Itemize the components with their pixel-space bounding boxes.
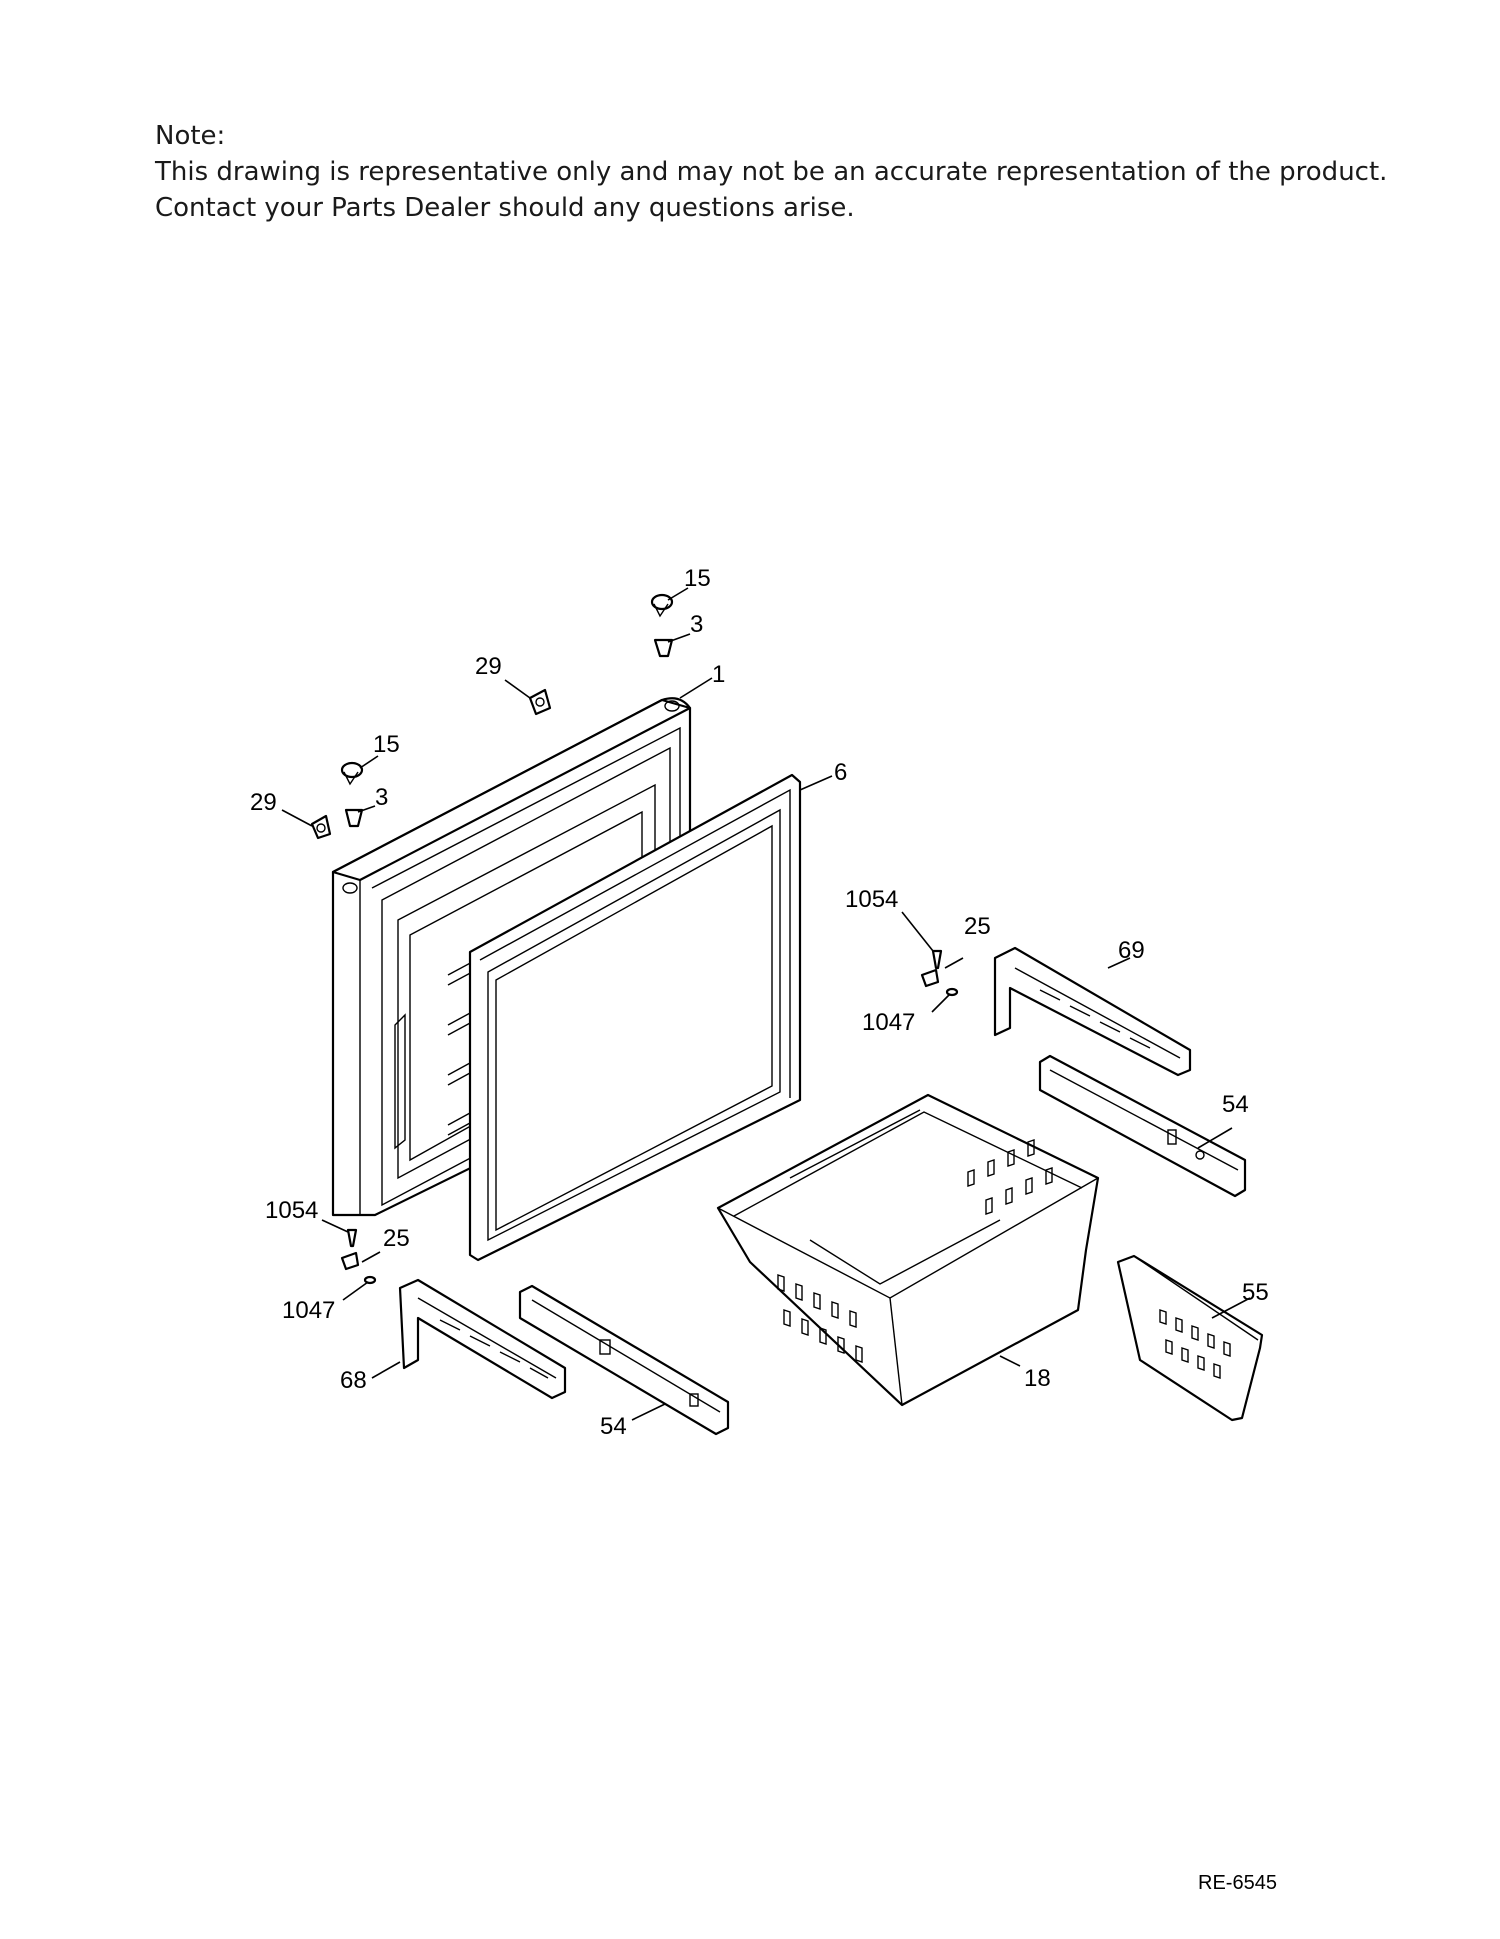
door-cap-part-15-top bbox=[650, 593, 674, 618]
hinge-bushing-part-3-top bbox=[653, 638, 674, 658]
callout-54-right: 54 bbox=[1222, 1091, 1249, 1118]
callout-labels: 15 3 29 1 15 29 3 6 1054 25 69 1047 54 1… bbox=[250, 565, 1269, 1440]
hinge-bushing-part-3-left bbox=[344, 808, 364, 828]
note-line-1: This drawing is representative only and … bbox=[155, 157, 1388, 187]
document-id: RE-6545 bbox=[1198, 1872, 1277, 1894]
callout-1: 1 bbox=[712, 661, 725, 688]
screw-part-1054-right bbox=[931, 949, 943, 970]
callout-1054-left: 1054 bbox=[265, 1197, 318, 1224]
basket-divider-part-55 bbox=[1116, 1254, 1264, 1422]
slide-rail-part-54-bottom bbox=[518, 1284, 730, 1436]
callout-25-left: 25 bbox=[383, 1225, 410, 1252]
freezer-basket-part-18 bbox=[716, 1093, 1100, 1407]
callout-1047-left: 1047 bbox=[282, 1297, 335, 1324]
callout-15-top: 15 bbox=[684, 565, 711, 592]
rail-bracket-part-68 bbox=[398, 1278, 567, 1400]
disclaimer-note: Note: This drawing is representative onl… bbox=[155, 118, 1455, 226]
callout-3-top: 3 bbox=[690, 611, 703, 638]
door-gasket-part-6 bbox=[468, 773, 802, 1262]
callout-18: 18 bbox=[1024, 1365, 1051, 1392]
callout-3-left: 3 bbox=[375, 784, 388, 811]
callout-6: 6 bbox=[834, 759, 847, 786]
callout-29-top: 29 bbox=[475, 653, 502, 680]
callout-68: 68 bbox=[340, 1367, 367, 1394]
bushing-part-25-right bbox=[920, 968, 940, 988]
note-line-2: Contact your Parts Dealer should any que… bbox=[155, 193, 855, 223]
callout-55: 55 bbox=[1242, 1279, 1269, 1306]
callout-15-left: 15 bbox=[373, 731, 400, 758]
hinge-pin-part-29-left bbox=[310, 814, 332, 840]
bushing-part-25-left bbox=[340, 1251, 360, 1271]
hinge-pin-part-29-top bbox=[528, 688, 552, 716]
callout-54-bottom: 54 bbox=[600, 1413, 627, 1440]
slide-rail-part-54-right bbox=[1038, 1054, 1247, 1198]
rail-bracket-part-69 bbox=[993, 946, 1192, 1077]
leader-lines bbox=[281, 587, 1251, 1421]
callout-1047-right: 1047 bbox=[862, 1009, 915, 1036]
screw-part-1054-left bbox=[346, 1228, 358, 1248]
callout-69: 69 bbox=[1118, 937, 1145, 964]
callout-25-right: 25 bbox=[964, 913, 991, 940]
door-cap-part-15-left bbox=[340, 761, 364, 786]
callout-1054-right: 1054 bbox=[845, 886, 898, 913]
note-heading: Note: bbox=[155, 121, 226, 151]
callout-29-left: 29 bbox=[250, 789, 277, 816]
washer-part-1047-right bbox=[945, 987, 959, 997]
